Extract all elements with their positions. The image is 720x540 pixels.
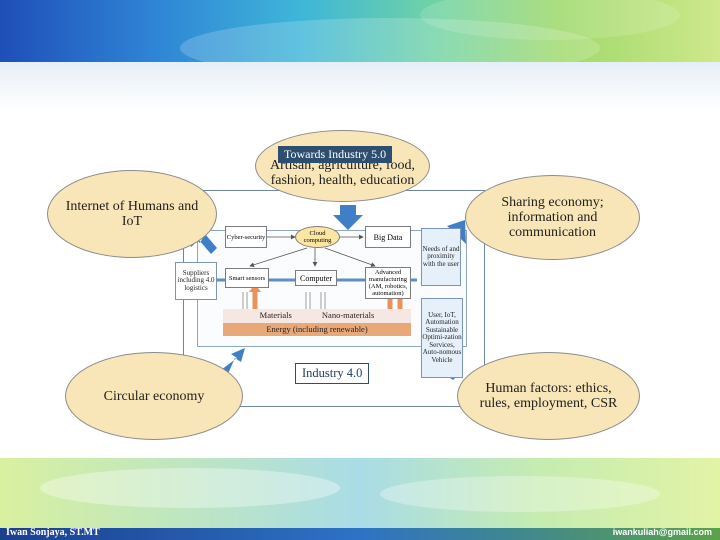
industry-5-badge: Towards Industry 5.0 — [278, 146, 393, 163]
footer-author: Iwan Sonjaya, ST.MT — [6, 527, 100, 538]
computer-box: Computer — [295, 270, 337, 286]
suppliers-box: Suppliers including 4.0 logistics — [175, 262, 217, 300]
cloud-computing-node: Cloud computing — [295, 226, 340, 248]
decor-blob — [380, 476, 660, 512]
footer-bar: Iwan Sonjaya, ST.MT iwankuliah@gmail.com — [0, 527, 720, 540]
advanced-manufacturing-box: Advanced manufacturing (AM, robotics, au… — [365, 267, 411, 299]
industry-diagram: Artisan, agriculture, food, fashion, hea… — [45, 130, 640, 440]
big-data-box: Big Data — [365, 226, 411, 248]
bottom-decoration — [0, 458, 720, 528]
needs-of-user-box: Needs of and proximity with the user — [421, 228, 461, 286]
materials-label: Materials — [259, 310, 292, 320]
banner-fade — [0, 62, 720, 110]
partial-heading — [60, 96, 210, 108]
ellipse-circular-economy: Circular economy — [65, 352, 243, 440]
user-iot-box: User, IoT, Automation Sustainable Optimi… — [421, 298, 463, 378]
banner-wave — [420, 0, 680, 40]
top-banner — [0, 0, 720, 78]
ellipse-human-factors: Human factors: ethics, rules, employment… — [457, 352, 640, 440]
industry-4-badge: Industry 4.0 — [295, 363, 370, 384]
materials-band: Materials Nano-materials — [223, 309, 411, 323]
ellipse-industry-5: Artisan, agriculture, food, fashion, hea… — [255, 130, 430, 202]
nano-materials-label: Nano-materials — [321, 310, 375, 320]
decor-blob — [40, 468, 340, 508]
smart-sensors-box: Smart sensors — [225, 268, 269, 288]
ellipse-sharing-economy: Sharing economy; information and communi… — [465, 175, 640, 260]
energy-band: Energy (including renewable) — [223, 323, 411, 336]
cyber-security-box: Cyber-security — [225, 226, 267, 248]
ellipse-internet-of-humans: Internet of Humans and IoT — [47, 170, 217, 258]
footer-email: iwankuliah@gmail.com — [612, 527, 712, 537]
